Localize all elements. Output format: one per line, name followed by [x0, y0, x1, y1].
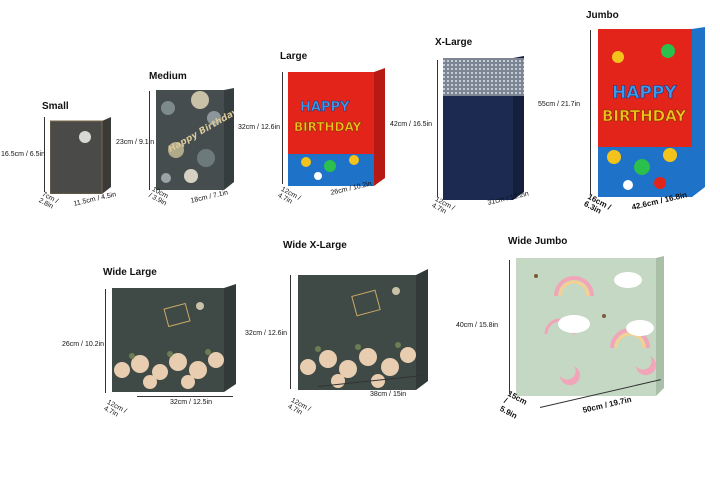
bag-image	[443, 56, 524, 200]
measure-line	[137, 396, 233, 397]
bag-image: Happy Birthday	[156, 88, 234, 190]
dim-height: 32cm / 12.6in	[238, 124, 281, 131]
dim-height: 40cm / 15.8in	[456, 322, 499, 329]
bag-title: Medium	[149, 71, 187, 82]
dim-height: 55cm / 21.7in	[538, 101, 581, 108]
bag-title: Jumbo	[586, 10, 619, 21]
bag-image	[112, 284, 236, 392]
bag-title: Wide Jumbo	[508, 236, 568, 247]
dim-height: 26cm / 10.2in	[62, 341, 105, 348]
birthday-print: BIRTHDAY	[602, 107, 687, 126]
dim-depth: 7cm / 2.8in	[37, 191, 60, 211]
dim-height: 32cm / 12.6in	[245, 330, 288, 337]
dim-width: 50cm / 19.7in	[581, 394, 633, 415]
dim-width: 32cm / 12.5in	[170, 399, 213, 406]
happy-print: HAPPY	[300, 100, 350, 116]
bag-image: HAPPY BIRTHDAY	[598, 27, 705, 197]
dim-width: 38cm / 15in	[370, 391, 407, 398]
dim-height: 16.5cm / 6.5in	[1, 151, 45, 158]
measure-line	[149, 91, 150, 190]
dim-height: 23cm / 9.1in	[116, 139, 155, 146]
bag-title: Wide Large	[103, 267, 157, 278]
bag-title: X-Large	[435, 37, 473, 48]
bag-image	[50, 117, 111, 194]
dim-depth: 12cm / 4.7in	[102, 399, 128, 419]
bag-image	[298, 269, 428, 390]
bag-title: Small	[42, 101, 69, 112]
measure-line	[590, 30, 591, 195]
bag-image	[516, 256, 664, 396]
happy-print: HAPPY	[612, 83, 677, 104]
measure-line	[290, 275, 291, 389]
dim-depth: 16cm / 6.3in	[582, 192, 613, 217]
dim-depth: 12cm / 4.7in	[286, 397, 312, 417]
measure-line	[105, 289, 106, 393]
bag-title: Wide X-Large	[283, 240, 347, 251]
bag-image: HAPPY BIRTHDAY	[288, 68, 385, 186]
dim-depth: 12cm / 4.7in	[276, 186, 302, 206]
measure-line	[437, 60, 438, 197]
dim-height: 42cm / 16.5in	[390, 121, 433, 128]
dim-width: 18cm / 7.1in	[190, 189, 229, 205]
measure-line	[282, 72, 283, 184]
bag-title: Large	[280, 51, 308, 62]
measure-line	[509, 260, 510, 394]
birthday-print: BIRTHDAY	[294, 120, 362, 135]
